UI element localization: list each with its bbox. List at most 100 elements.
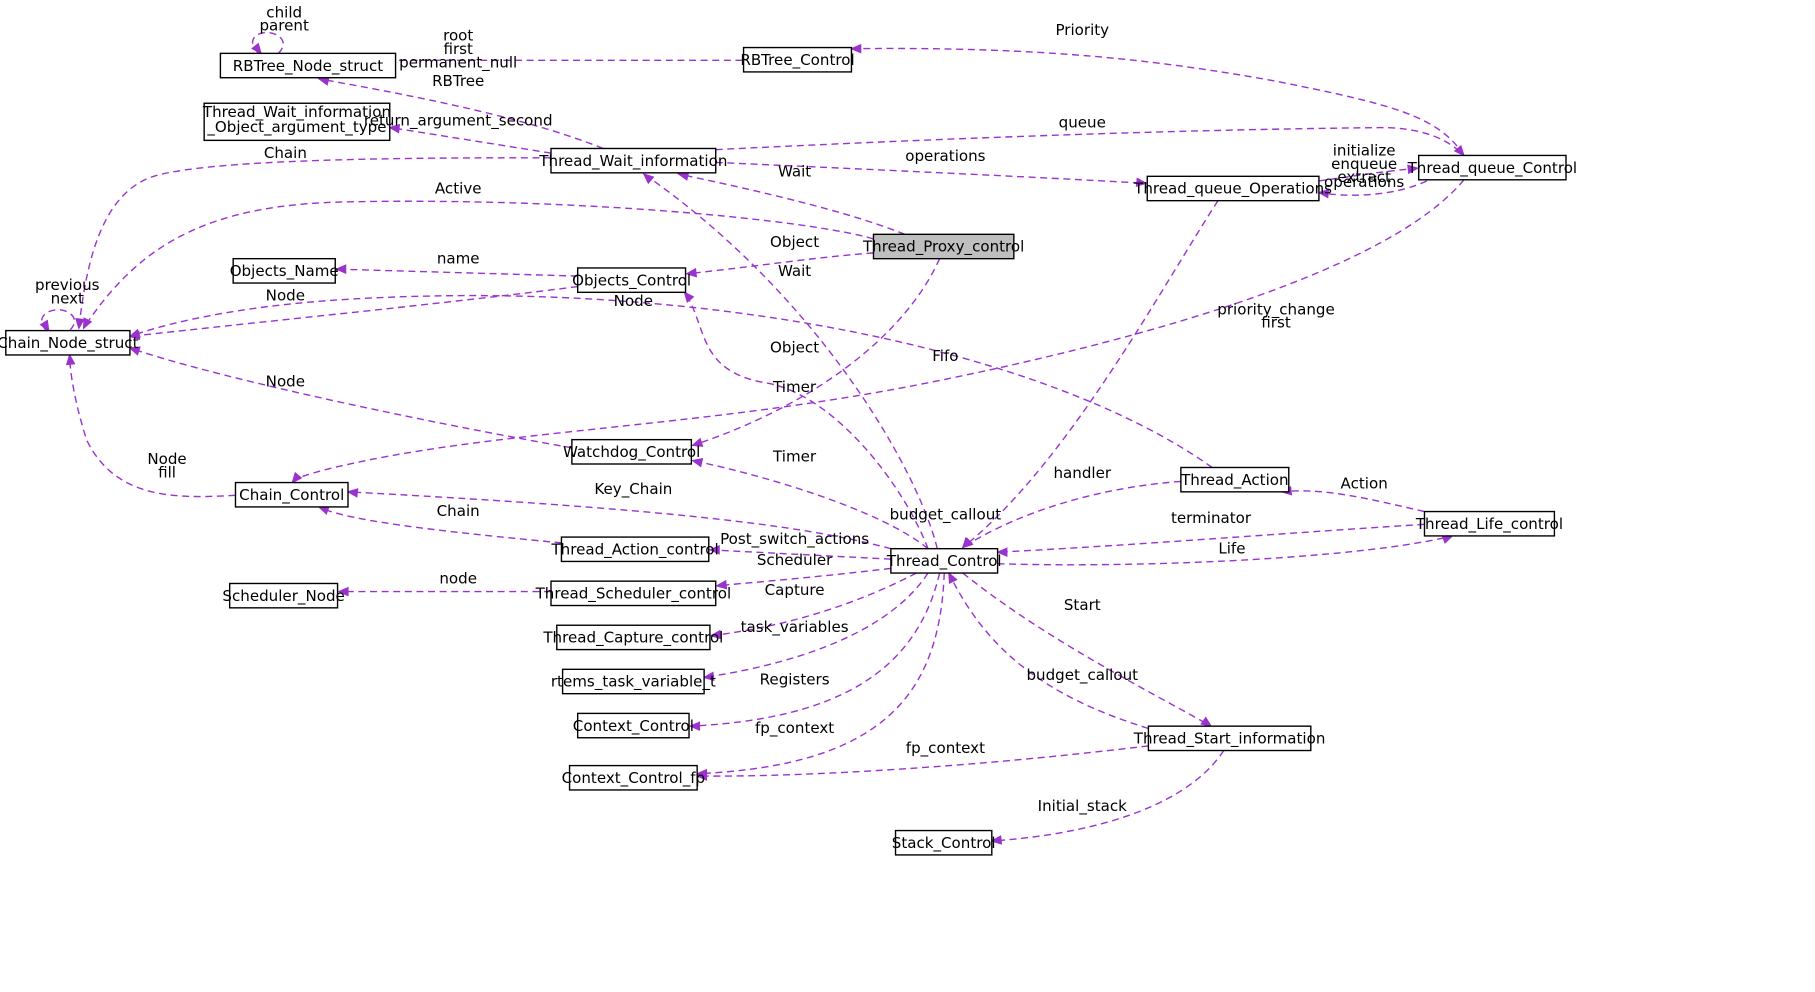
node-box [571,438,693,465]
node-label: Context_Control [573,717,694,736]
node-label: Objects_Name [230,262,339,281]
edge-label-tc-obj: Object [770,339,819,357]
edge-label-tc-fp: fp_context [755,719,834,738]
node-scheduler-node[interactable]: Scheduler_Node [222,582,345,609]
node-thread-capture-control[interactable]: Thread_Capture_control [542,624,723,651]
arrowhead [334,264,347,274]
edge-line [692,459,929,550]
node-rbtree-control[interactable]: RBTree_Control [740,46,855,73]
node-thread-queue-ops[interactable]: Thread_queue_Operations [1133,175,1332,202]
arrowhead [685,267,698,278]
node-label: Thread_Action [1180,471,1288,490]
node-thread-proxy-control[interactable]: Thread_Proxy_control [862,233,1024,260]
edge-line [710,572,917,637]
node-label: Thread_Proxy_control [862,238,1024,257]
node-context-control[interactable]: Context_Control [573,712,694,739]
node-label: rtems_task_variable_t [551,673,716,692]
edge-tsi-tc [948,571,1149,730]
edge-label-tlc-ta: Action [1341,474,1388,492]
node-context-control-fp[interactable]: Context_Control_fp [562,764,706,791]
node-label: Thread_Action_control [550,540,718,559]
node-chain-control[interactable]: Chain_Control [234,481,349,508]
edge-line [78,157,551,329]
edge-line [129,347,572,449]
edge-tc-obj [683,291,929,549]
edge-line [678,173,906,235]
edge-label-wd-node: Node [266,372,305,390]
node-label: Thread_queue_Control [1407,159,1578,178]
edge-wd-node [128,346,572,449]
node-stack-control[interactable]: Stack_Control [892,829,996,856]
node-thread-wait-info[interactable]: Thread_Wait_information [538,147,727,174]
node-objects-name[interactable]: Objects_Name [230,257,339,284]
edge-label-tpc-timer: Timer [772,378,817,396]
edge-line [704,572,929,679]
node-thread-queue-control[interactable]: Thread_queue_Control [1407,154,1578,181]
edge-twi-arg [388,123,552,154]
arrowhead [251,42,262,55]
edge-label-tc-start: Start [1064,596,1101,614]
node-box [550,147,717,174]
arrowhead [346,488,359,498]
arrowhead [1200,716,1213,728]
edge-line [129,285,578,338]
node-label: Thread_Wait_information [538,152,727,171]
edge-label-obj-name: name [437,249,480,267]
node-objects-control[interactable]: Objects_Control [572,267,691,294]
node-watchdog-control[interactable]: Watchdog_Control [563,438,700,465]
edge-label-tc-tlc: Life [1218,539,1245,557]
edge-obj-name [334,264,578,277]
node-thread-scheduler-control[interactable]: Thread_Scheduler_control [535,580,732,607]
node-label: Chain_Node_struct [0,334,139,353]
edge-label-tc-twi: Wait [778,262,811,280]
edge-label-ta-node: Node [614,292,653,310]
edge-line [686,252,874,275]
arrowhead [691,437,704,447]
edge-line [1281,490,1425,513]
node-thread-control[interactable]: Thread_Control [886,547,1002,574]
edge-obj-node [128,285,578,341]
edge-tpc-active [82,200,874,330]
edge-label-ta-tc: handler [1053,464,1111,482]
node-thread-action[interactable]: Thread_Action [1180,466,1290,493]
arrowhead [1453,144,1465,157]
edge-label-fifo-label: Fifo [932,347,958,365]
edge-twi-tqo [715,161,1148,187]
node-label: Thread_Wait_information_Object_argument_… [202,103,391,137]
edge-label-tsi-tc: budget_callout [1026,666,1138,685]
edge-tc-twi [642,173,938,549]
node-box [234,481,349,508]
node-box [561,668,705,695]
node-chain-node[interactable]: Chain_Node_struct [0,329,139,356]
node-twi-obj-arg[interactable]: Thread_Wait_information_Object_argument_… [202,102,391,142]
arrowhead [688,721,701,731]
edge-tqc-tqo [1317,180,1428,199]
edge-ta-node [128,294,1213,469]
edge-line [129,294,1213,469]
arrowhead [708,545,720,555]
node-thread-action-control[interactable]: Thread_Action_control [550,536,719,563]
node-rtems-task-variable[interactable]: rtems_task_variable_t [551,668,716,695]
node-box [1417,154,1567,181]
arrowhead [128,328,141,338]
node-box [232,257,336,284]
edge-tc-timer [691,457,929,550]
node-thread-life-control[interactable]: Thread_Life_control [1415,510,1563,537]
arrowhead [1135,177,1148,187]
arrowhead [849,43,862,54]
edge-tc-start [962,572,1213,728]
edge-tpc-timer [691,258,941,447]
edge-line [709,549,891,560]
node-rbtree-node[interactable]: RBTree_Node_struct [219,52,397,79]
edge-label-tqc-rbc: Priority [1055,21,1109,39]
edge-tpc-obj [685,252,874,278]
edge-tc-tac [708,545,891,560]
node-thread-start-info[interactable]: Thread_Start_information [1133,725,1326,752]
edge-line [962,480,1181,549]
edge-label-tpc-active: Active [435,180,482,198]
node-box [890,547,999,574]
edge-line [347,491,892,550]
edge-twi-chain [75,157,551,330]
node-label: Thread_Capture_control [542,629,723,648]
